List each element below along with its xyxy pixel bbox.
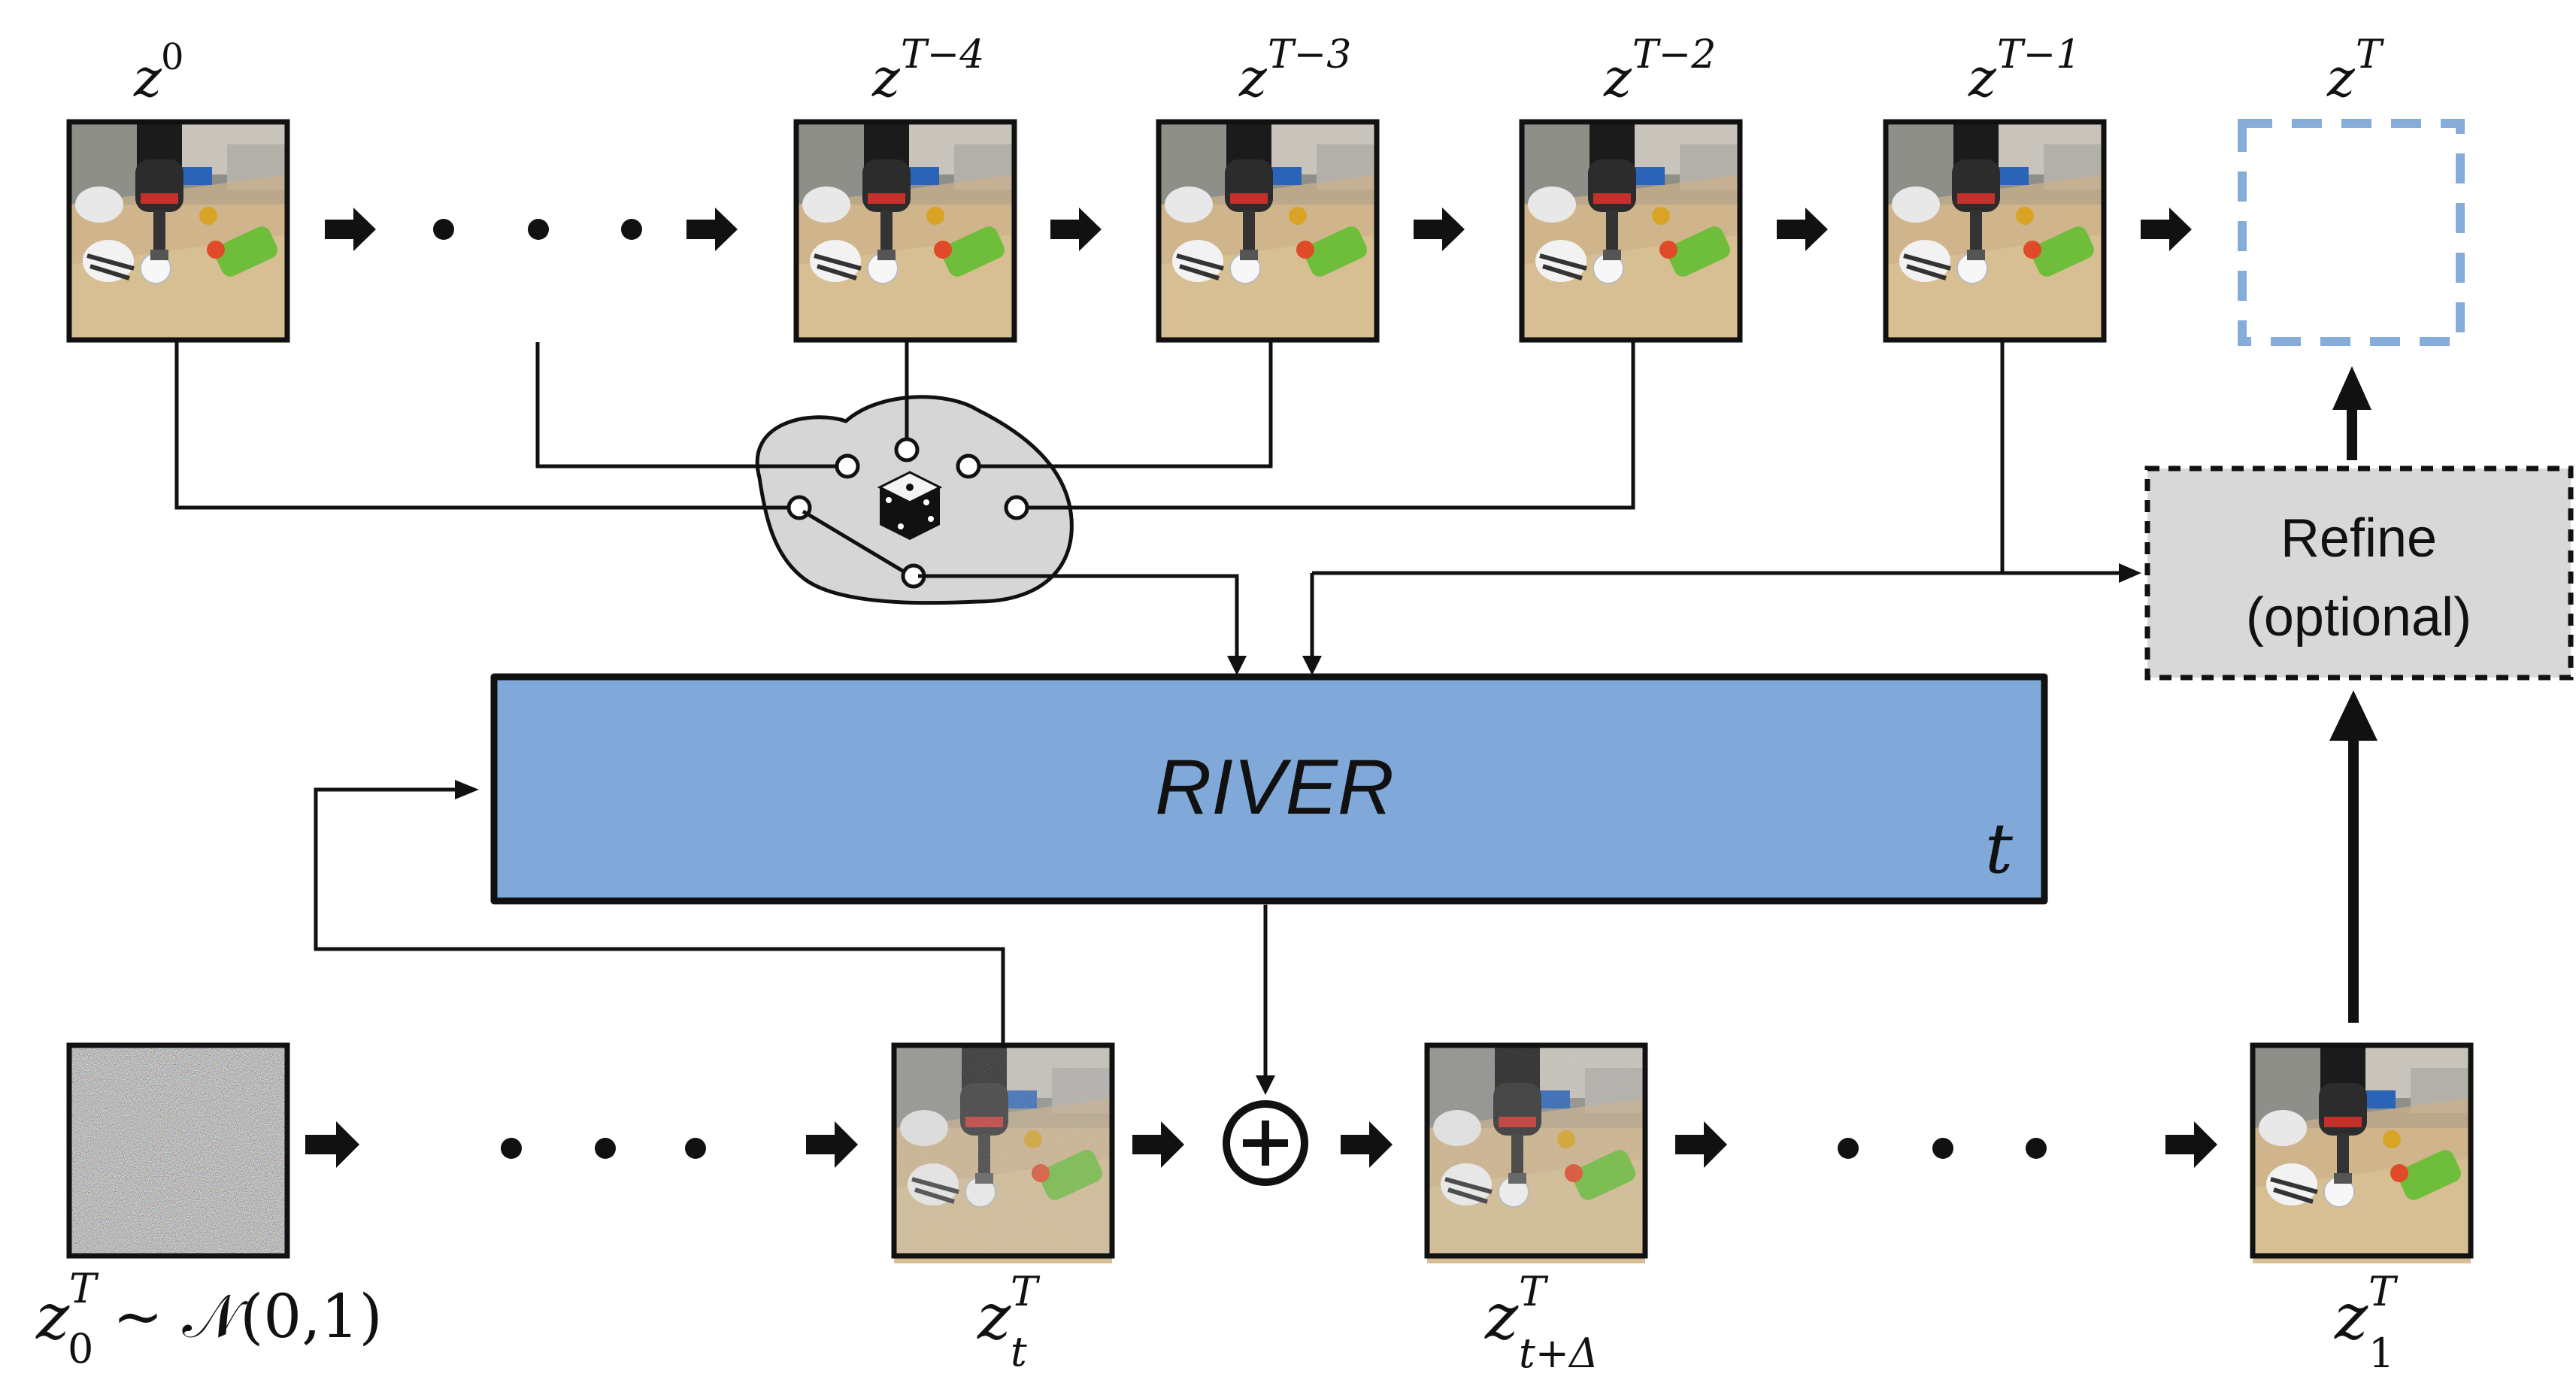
frame-image-zT-4: [793, 119, 1017, 343]
frame-label-zT: z T: [2326, 32, 2384, 109]
frame-label-sup: T: [2356, 32, 2384, 77]
refine-label: Refine: [2281, 508, 2437, 569]
frame-image-z0T: [66, 1042, 290, 1259]
frame-image-zT-2: [1519, 119, 1743, 343]
feedback-line: [314, 787, 1005, 1045]
bottom-row-arrows: [305, 1121, 2217, 1168]
arrow-icon: [2165, 1121, 2217, 1168]
frame-label-sub: t: [1011, 1328, 1027, 1375]
frame-label-sup: T−1: [1997, 32, 2080, 77]
frame-label-zT-3: z T−3: [1238, 32, 1351, 109]
frame-image-zT-3: [1156, 119, 1380, 343]
frame-label-base: z: [1238, 47, 1268, 109]
frame-label-zT-2: z T−2: [1603, 32, 1716, 109]
ellipsis-dot: [1932, 1138, 1953, 1159]
refine-block: Refine (optional): [2144, 465, 2574, 681]
frame-label-base: z: [1484, 1280, 1519, 1354]
arrow-icon: [1256, 1075, 1275, 1095]
ellipsis-dot: [528, 219, 549, 240]
ellipsis-dot: [1838, 1138, 1859, 1159]
selector-output-line: [918, 574, 1239, 664]
arrow-icon: [1227, 656, 1247, 675]
frame-label-base: z: [2334, 1280, 2368, 1354]
ellipsis-dot: [685, 1138, 706, 1159]
refine-optional-label: (optional): [2246, 587, 2471, 647]
ellipsis-dot: [501, 1138, 522, 1159]
arrow-icon: [1414, 208, 1465, 251]
frame-label-z0: z 0: [133, 36, 184, 109]
frame-label-zT-1: z T−1: [1968, 32, 2080, 109]
frame-image-z1T: [2250, 1042, 2474, 1263]
ellipsis-dot: [621, 219, 642, 240]
frame-label-ztT: z T t: [977, 1268, 1041, 1375]
arrow-icon: [1341, 1121, 1393, 1168]
frame-label-base: z: [977, 1280, 1011, 1354]
frame-label-z1T: z T 1: [2334, 1268, 2399, 1377]
frame-label-base: z: [35, 1280, 70, 1354]
frame-label-sup: T−3: [1268, 32, 1351, 77]
frame-label-z0T: z T 0 ~ 𝒩(0,1): [35, 1265, 383, 1372]
arrow-icon: [2141, 208, 2192, 251]
dice-icon: [877, 471, 943, 540]
arrow-icon: [325, 208, 376, 251]
arrow-icon: [455, 780, 479, 799]
frame-label-suffix: ~ 𝒩(0,1): [113, 1281, 383, 1351]
target-frame-placeholder: [2238, 119, 2465, 346]
frame-label-base: z: [2326, 47, 2356, 109]
ellipsis-dot: [433, 219, 454, 240]
frame-label-sup: T: [69, 1265, 99, 1312]
frame-label-base: z: [133, 47, 162, 109]
river-time-label: t: [1985, 808, 2014, 889]
arrow-icon: [1777, 208, 1828, 251]
frame-image-z0: [66, 119, 290, 343]
arrow-icon: [1050, 208, 1102, 251]
frame-label-base: z: [1968, 47, 1997, 109]
arrow-icon: [2119, 563, 2141, 583]
frame-label-ztdT: z T t+Δ: [1484, 1268, 1599, 1377]
frame-image-zT-1: [1883, 119, 2107, 343]
river-label: RIVER: [1155, 744, 1394, 831]
frame-label-zT-4: z T−4: [871, 32, 984, 109]
arrow-icon: [1302, 656, 1322, 675]
frame-image-ztT: [891, 1042, 1115, 1263]
frame-label-sup: 0: [161, 36, 184, 78]
ellipsis-dot: [2026, 1138, 2047, 1159]
frame-image-ztdT: [1424, 1042, 1648, 1263]
ellipsis-dot: [595, 1138, 616, 1159]
frame-label-sub: t+Δ: [1519, 1330, 1599, 1377]
arrow-icon: [686, 208, 738, 251]
frame-label-base: z: [1603, 47, 1632, 109]
frame-label-sup: T−4: [901, 32, 984, 77]
arrow-icon: [1132, 1121, 1184, 1168]
arrow-icon: [1675, 1121, 1727, 1168]
arrow-icon: [806, 1121, 858, 1168]
final-to-refine-arrow: [2329, 690, 2377, 1023]
plus-circle-icon: [1223, 1100, 1308, 1186]
frame-label-sup: T−2: [1632, 32, 1716, 77]
river-block: RIVER t: [490, 673, 2048, 905]
arrow-icon: [305, 1121, 359, 1168]
frame-label-sup: T: [1519, 1268, 1549, 1315]
prev-frame-line: [1310, 342, 2120, 664]
frame-label-sup: T: [1011, 1268, 1041, 1315]
frame-label-sub: 1: [2368, 1330, 2394, 1377]
frame-label-base: z: [871, 47, 901, 109]
top-row-arrows: [325, 208, 2192, 251]
frame-label-sub: 0: [68, 1325, 93, 1372]
frame-selector: [174, 342, 1635, 605]
refine-to-target-arrow: [2332, 366, 2371, 460]
frame-label-sup: T: [2368, 1268, 2399, 1315]
